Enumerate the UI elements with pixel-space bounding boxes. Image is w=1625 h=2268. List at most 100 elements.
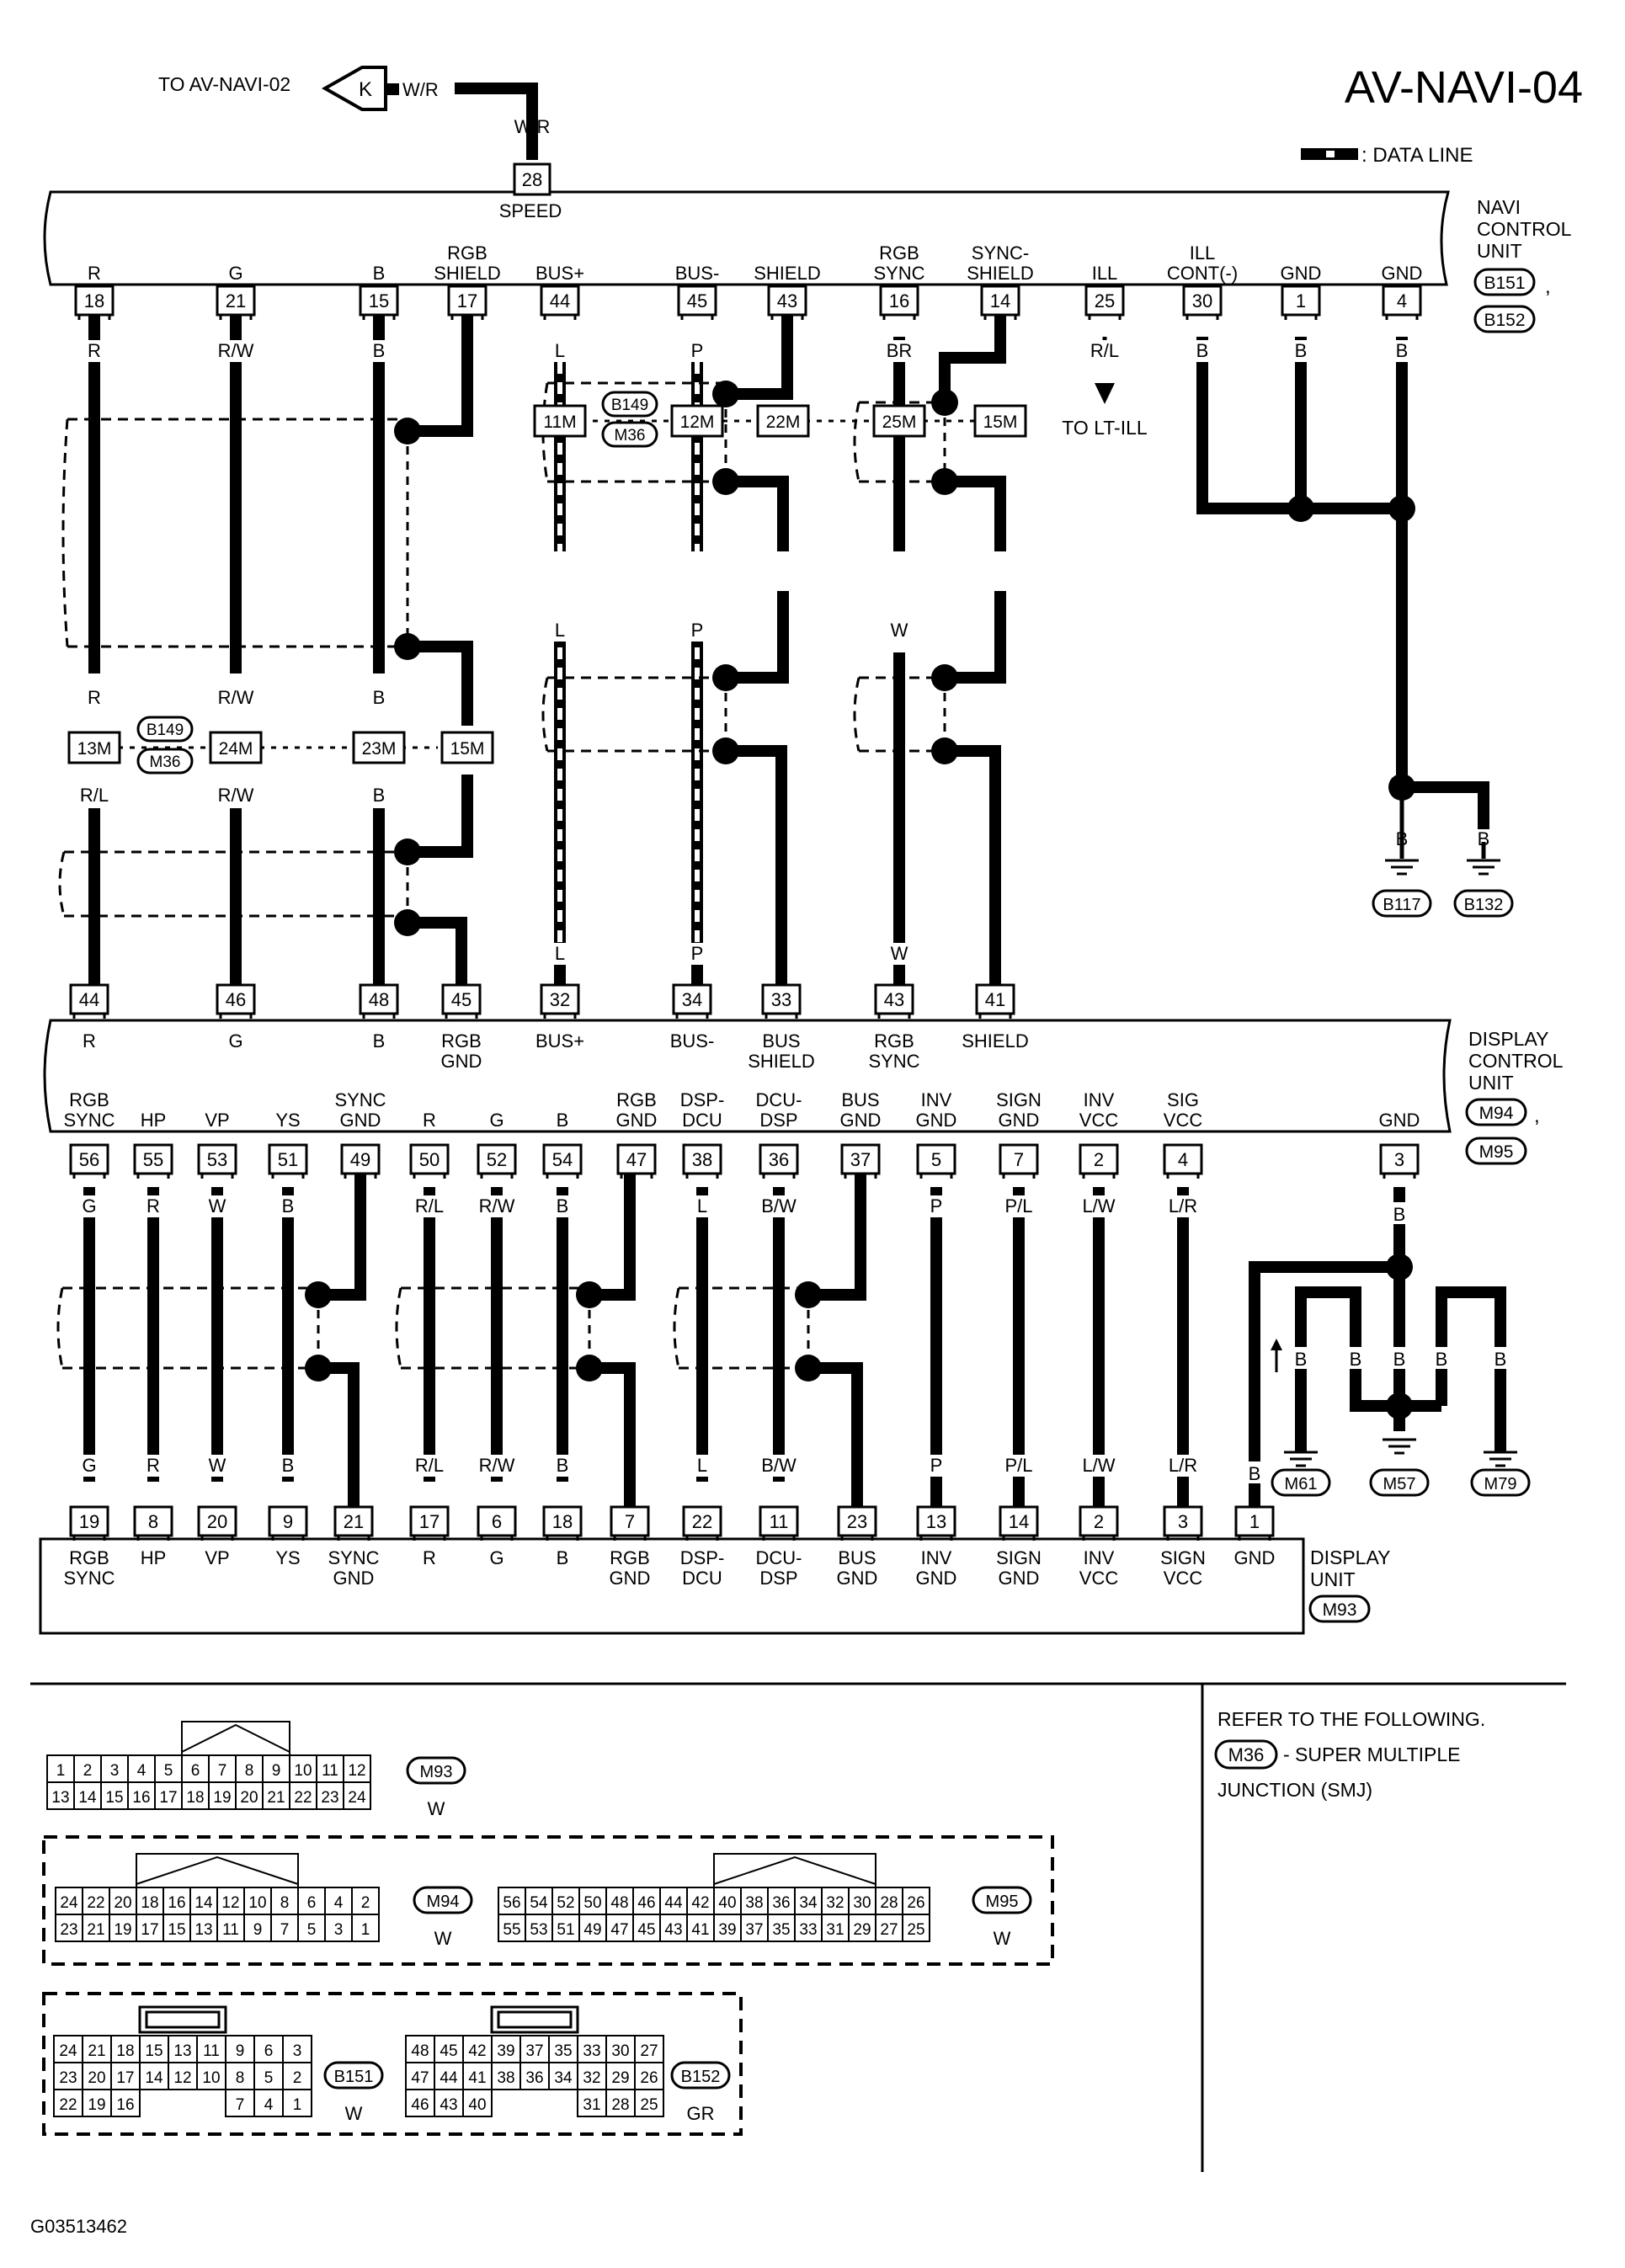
label-bg <box>1079 1195 1119 1217</box>
label-bg <box>409 1455 450 1477</box>
connector-tag-label: B149 <box>611 397 648 414</box>
terminal-number: 11 <box>322 1762 338 1780</box>
pin-box <box>69 983 109 1015</box>
wire-color-label: L <box>555 620 565 641</box>
pin-number: 56 <box>79 1149 99 1170</box>
pin-number: 3 <box>1394 1149 1404 1170</box>
label-bg <box>1490 1347 1510 1369</box>
label-bg <box>197 1195 237 1217</box>
pin-name: SIG <box>1167 1089 1199 1110</box>
connector-key <box>136 1853 299 1887</box>
terminal-number: 27 <box>880 1921 898 1939</box>
ground-tag-label: B117 <box>1383 896 1420 914</box>
pin-name: RGB <box>879 242 919 264</box>
du-pin-8: 8HP <box>133 1505 173 1568</box>
pin-name: DCU- <box>756 1089 802 1110</box>
terminal-cell <box>848 1914 876 1942</box>
pin-number: 2 <box>1094 1149 1104 1170</box>
splices <box>305 381 1415 1419</box>
pin-box <box>542 1143 583 1175</box>
wire-color-label: B <box>1396 340 1409 361</box>
terminal-number: 28 <box>880 1894 898 1912</box>
terminal-cell <box>902 1887 930 1915</box>
pin-number: 55 <box>143 1149 163 1170</box>
pin-number: 4 <box>1178 1149 1188 1170</box>
joint-pin-label: 25M <box>882 413 917 432</box>
terminal-number: 7 <box>280 1921 290 1939</box>
label-bg <box>916 1195 956 1217</box>
terminal-number: 49 <box>583 1921 601 1939</box>
pin-number: 21 <box>344 1511 364 1532</box>
pin-number: 1 <box>1249 1511 1260 1532</box>
terminal-number: 55 <box>503 1921 520 1939</box>
terminal-number: 12 <box>173 2069 191 2087</box>
terminal-cell <box>434 2062 464 2090</box>
pin-name: SYNC <box>328 1547 379 1568</box>
terminal-number: 2 <box>361 1894 370 1912</box>
terminal-number: 32 <box>826 1894 844 1912</box>
terminal-number: 38 <box>745 1894 763 1912</box>
pin-number: 17 <box>419 1511 440 1532</box>
terminal-number: 40 <box>718 1894 736 1912</box>
pin-name: INV <box>921 1089 952 1110</box>
note-tag-badge <box>1214 1739 1278 1770</box>
pin-number: 14 <box>1009 1511 1029 1532</box>
pin-box <box>197 1143 237 1175</box>
navi-pin-18: 18R <box>74 263 115 320</box>
terminal-number: 9 <box>236 2042 245 2060</box>
pin-number: 22 <box>692 1511 712 1532</box>
pin-name: GND <box>837 1568 878 1589</box>
terminal-number: 1 <box>361 1921 370 1939</box>
terminal-number: 20 <box>114 1894 131 1912</box>
terminal-number: 39 <box>497 2042 514 2060</box>
pin-box <box>340 1143 381 1175</box>
pin-box <box>540 285 580 317</box>
pin-name: RGB <box>616 1089 657 1110</box>
navi-pin-15: 15B <box>359 263 399 320</box>
pin-name: DSP- <box>680 1089 725 1110</box>
terminal-number: 13 <box>194 1921 212 1939</box>
terminal-cell <box>498 1887 526 1915</box>
pin-number: 45 <box>687 290 707 311</box>
label-bg <box>677 943 717 965</box>
terminal-cell <box>434 2035 464 2063</box>
pin-box <box>874 983 914 1015</box>
joint-pin-label: 22M <box>766 413 801 432</box>
pin-name: GND <box>340 1110 381 1131</box>
label-bg <box>1163 1455 1203 1477</box>
ground-tag <box>1372 889 1432 918</box>
connector-color: GR <box>687 2103 715 2124</box>
pin-box <box>216 285 256 317</box>
splice <box>1388 774 1415 801</box>
du-pin-17: 17R <box>409 1505 450 1568</box>
ground-wire-label: B <box>1396 828 1409 849</box>
lt-ill-label: TO LT-ILL <box>1062 417 1148 439</box>
pin-number: 3 <box>1178 1511 1188 1532</box>
terminal-number: 9 <box>272 1762 281 1780</box>
bus-shield-upper <box>726 316 793 400</box>
terminal-cell <box>902 1914 930 1942</box>
display-unit-title: DISPLAY UNIT M93 <box>1308 1547 1390 1623</box>
ground-symbols <box>1284 859 1517 1467</box>
label-bg <box>999 1455 1039 1477</box>
terminal-number: 22 <box>59 2096 77 2114</box>
terminal-number: 26 <box>640 2069 658 2087</box>
joint-box <box>352 731 406 764</box>
terminal-cell <box>208 1781 237 1810</box>
pin-name: VCC <box>1079 1110 1119 1131</box>
pin-box <box>409 1143 450 1175</box>
wire-color-label: R <box>147 1455 160 1476</box>
terminal-cell <box>253 2089 284 2117</box>
wire-color-label: L/W <box>1082 1195 1115 1217</box>
pin-number: 4 <box>1397 290 1407 311</box>
terminal-cell <box>767 1914 796 1942</box>
